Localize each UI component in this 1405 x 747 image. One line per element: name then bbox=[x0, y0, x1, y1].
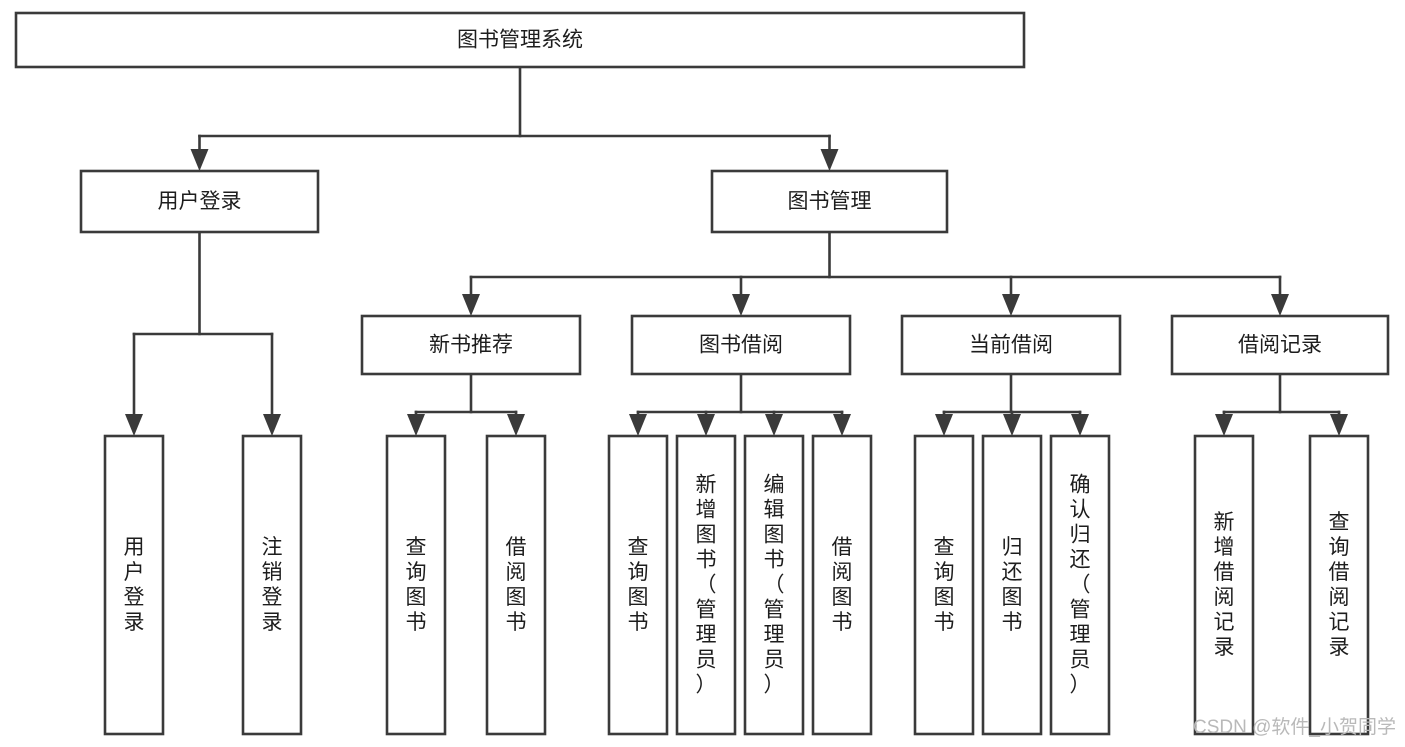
arrow-head-leaf-borrow-add-book bbox=[697, 414, 715, 436]
node-label-leaf-borrow-add-book: 新增图书（管理员） bbox=[696, 474, 717, 697]
arrow-head-user-login bbox=[190, 149, 209, 171]
node-label-leaf-borrow-query-book: 查询图书 bbox=[628, 536, 649, 634]
arrow-head-leaf-recommend-query-book bbox=[407, 414, 425, 436]
node-label-leaf-borrow-borrow-book: 借阅图书 bbox=[832, 536, 853, 634]
node-book-manage[interactable]: 图书管理 bbox=[710, 169, 949, 234]
node-leaf-record-add-record[interactable]: 新增借阅记录 bbox=[1193, 434, 1255, 736]
node-label-book-borrow: 图书借阅 bbox=[699, 334, 783, 357]
connectors-layer bbox=[125, 65, 1348, 436]
arrow-head-leaf-current-query-book bbox=[935, 414, 953, 436]
arrow-head-book-borrow bbox=[732, 294, 750, 316]
node-label-leaf-current-query-book: 查询图书 bbox=[934, 536, 955, 634]
arrow-head-leaf-current-confirm-return bbox=[1071, 414, 1089, 436]
node-label-leaf-record-query-record: 查询借阅记录 bbox=[1329, 511, 1350, 659]
node-box-current-borrow bbox=[900, 314, 1122, 376]
arrow-head-current-borrow bbox=[1002, 294, 1020, 316]
node-box-leaf-user-logout bbox=[241, 434, 303, 736]
node-label-leaf-current-return-book: 归还图书 bbox=[1002, 536, 1023, 634]
node-label-leaf-current-confirm-return: 确认归还（管理员） bbox=[1070, 474, 1091, 697]
node-box-leaf-recommend-query-book bbox=[385, 434, 447, 736]
node-leaf-current-query-book[interactable]: 查询图书 bbox=[913, 434, 975, 736]
node-box-leaf-current-return-book bbox=[981, 434, 1043, 736]
node-leaf-user-login[interactable]: 用户登录 bbox=[103, 434, 165, 736]
arrow-head-leaf-user-logout bbox=[263, 414, 281, 436]
node-current-borrow[interactable]: 当前借阅 bbox=[900, 314, 1122, 376]
node-box-leaf-recommend-borrow-book bbox=[485, 434, 547, 736]
node-label-leaf-recommend-borrow-book: 借阅图书 bbox=[506, 536, 527, 634]
csdn-watermark: CSDN @软件_小贺同学 bbox=[1193, 716, 1396, 738]
node-box-book-borrow bbox=[630, 314, 852, 376]
node-box-leaf-borrow-add-book bbox=[675, 434, 737, 736]
node-new-book-recommend[interactable]: 新书推荐 bbox=[360, 314, 582, 376]
node-label-leaf-borrow-edit-book: 编辑图书（管理员） bbox=[764, 474, 785, 697]
node-book-borrow[interactable]: 图书借阅 bbox=[630, 314, 852, 376]
node-leaf-current-return-book[interactable]: 归还图书 bbox=[981, 434, 1043, 736]
node-box-leaf-current-query-book bbox=[913, 434, 975, 736]
arrow-head-leaf-record-query-record bbox=[1330, 414, 1348, 436]
node-box-root bbox=[14, 11, 1026, 69]
node-leaf-current-confirm-return[interactable]: 确认归还（管理员） bbox=[1049, 434, 1111, 736]
node-box-user-login bbox=[79, 169, 320, 234]
arrow-head-leaf-borrow-query-book bbox=[629, 414, 647, 436]
node-label-borrow-record: 借阅记录 bbox=[1238, 334, 1322, 357]
arrow-head-leaf-record-add-record bbox=[1215, 414, 1233, 436]
node-leaf-borrow-borrow-book[interactable]: 借阅图书 bbox=[811, 434, 873, 736]
node-box-leaf-borrow-borrow-book bbox=[811, 434, 873, 736]
node-leaf-recommend-borrow-book[interactable]: 借阅图书 bbox=[485, 434, 547, 736]
node-leaf-record-query-record[interactable]: 查询借阅记录 bbox=[1308, 434, 1370, 736]
arrow-head-leaf-borrow-edit-book bbox=[765, 414, 783, 436]
arrow-head-borrow-record bbox=[1271, 294, 1289, 316]
arrow-head-leaf-borrow-borrow-book bbox=[833, 414, 851, 436]
nodes-layer: 图书管理系统用户登录图书管理新书推荐图书借阅当前借阅借阅记录用户登录注销登录查询… bbox=[14, 11, 1390, 736]
node-label-current-borrow: 当前借阅 bbox=[969, 334, 1053, 357]
node-box-leaf-borrow-query-book bbox=[607, 434, 669, 736]
node-box-book-manage bbox=[710, 169, 949, 234]
node-leaf-borrow-add-book[interactable]: 新增图书（管理员） bbox=[675, 434, 737, 736]
node-leaf-recommend-query-book[interactable]: 查询图书 bbox=[385, 434, 447, 736]
node-label-leaf-recommend-query-book: 查询图书 bbox=[406, 536, 427, 634]
node-leaf-borrow-edit-book[interactable]: 编辑图书（管理员） bbox=[743, 434, 805, 736]
node-root[interactable]: 图书管理系统 bbox=[14, 11, 1026, 69]
node-label-user-login: 用户登录 bbox=[158, 190, 242, 213]
node-box-leaf-current-confirm-return bbox=[1049, 434, 1111, 736]
node-label-root: 图书管理系统 bbox=[457, 29, 583, 52]
node-box-leaf-record-query-record bbox=[1308, 434, 1370, 736]
arrow-head-leaf-recommend-borrow-book bbox=[507, 414, 525, 436]
arrow-head-new-book-recommend bbox=[462, 294, 480, 316]
node-label-leaf-record-add-record: 新增借阅记录 bbox=[1214, 511, 1235, 659]
node-label-leaf-user-logout: 注销登录 bbox=[262, 536, 283, 634]
node-box-leaf-borrow-edit-book bbox=[743, 434, 805, 736]
arrow-head-leaf-user-login bbox=[125, 414, 143, 436]
node-borrow-record[interactable]: 借阅记录 bbox=[1170, 314, 1390, 376]
node-user-login[interactable]: 用户登录 bbox=[79, 169, 320, 234]
node-box-leaf-record-add-record bbox=[1193, 434, 1255, 736]
node-label-book-manage: 图书管理 bbox=[788, 190, 872, 213]
arrow-head-leaf-current-return-book bbox=[1003, 414, 1021, 436]
arrow-head-book-manage bbox=[820, 149, 839, 171]
node-leaf-user-logout[interactable]: 注销登录 bbox=[241, 434, 303, 736]
node-box-new-book-recommend bbox=[360, 314, 582, 376]
node-label-leaf-user-login: 用户登录 bbox=[124, 536, 145, 634]
node-leaf-borrow-query-book[interactable]: 查询图书 bbox=[607, 434, 669, 736]
node-box-leaf-user-login bbox=[103, 434, 165, 736]
node-box-borrow-record bbox=[1170, 314, 1390, 376]
node-label-new-book-recommend: 新书推荐 bbox=[429, 334, 513, 357]
